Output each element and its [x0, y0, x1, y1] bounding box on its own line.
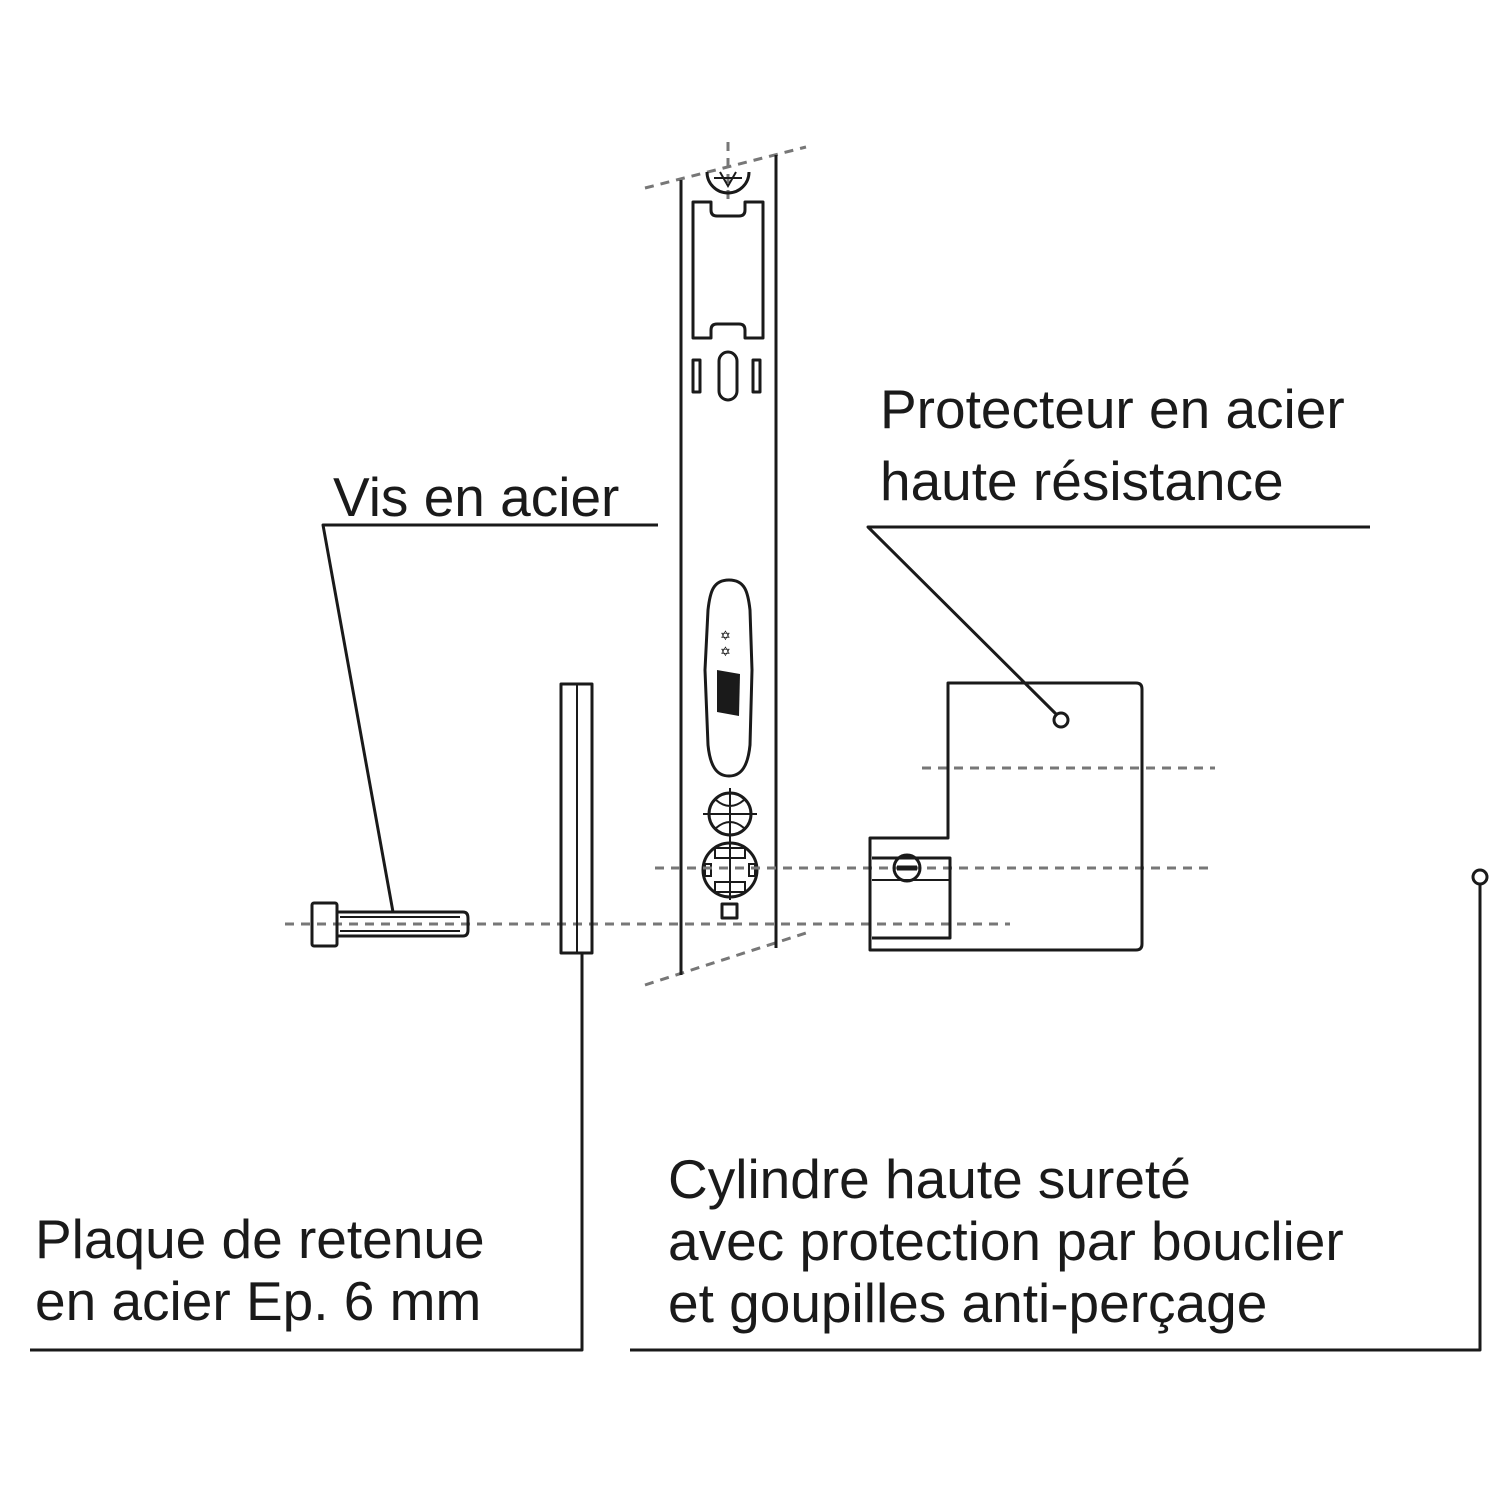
steel-protector: [868, 681, 1144, 952]
label-plate-line2: en acier Ep. 6 mm: [35, 1270, 481, 1332]
retaining-plate: [559, 682, 594, 955]
label-cylinder-line3: et goupilles anti-perçage: [668, 1272, 1267, 1334]
leader-lines: [30, 523, 1489, 1352]
brand-badge: [717, 670, 740, 716]
cylinder-shield: [703, 578, 754, 778]
star-icon: ✡: [720, 645, 731, 660]
steel-screw: [310, 901, 470, 948]
label-protector-line2: haute résistance: [880, 450, 1284, 512]
label-cylinder-line1: Cylindre haute sureté: [668, 1148, 1191, 1210]
label-screw: Vis en acier: [333, 466, 619, 528]
label-plate-line1: Plaque de retenue: [35, 1208, 485, 1270]
star-icon: ✡: [720, 629, 731, 644]
label-protector-line1: Protecteur en acier: [880, 378, 1345, 440]
label-cylinder-line2: avec protection par bouclier: [668, 1210, 1344, 1272]
lock-faceplate: ✡ ✡: [644, 142, 807, 987]
